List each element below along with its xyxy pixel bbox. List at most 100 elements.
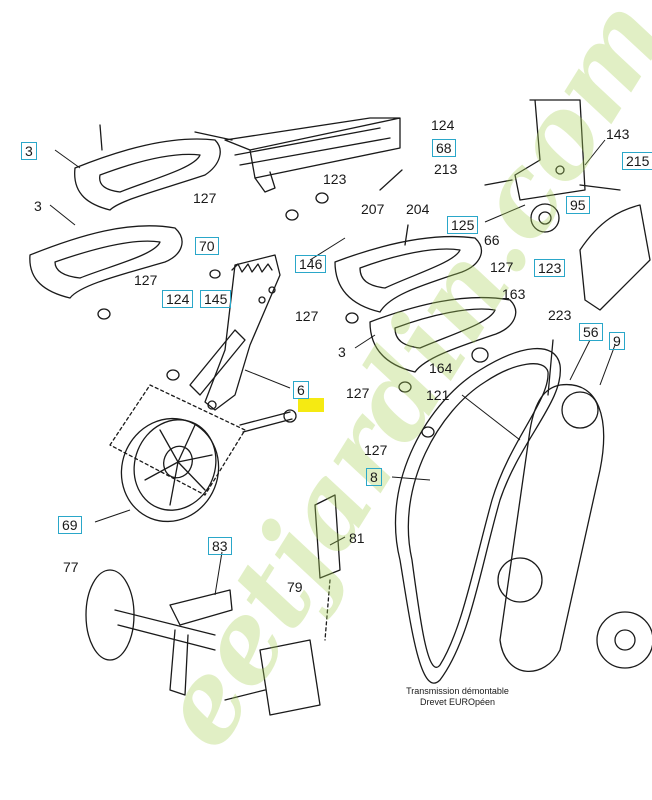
highlight-marker — [298, 398, 324, 412]
tine-79 — [224, 639, 321, 716]
washer-164 — [471, 347, 489, 363]
label-79: 79 — [287, 579, 303, 595]
tine-81 — [314, 494, 341, 579]
bearing-inner — [538, 211, 552, 225]
label-123: 123 — [323, 171, 347, 187]
frame-bracket — [254, 171, 276, 193]
label-145: 145 — [200, 290, 232, 308]
axle-bolt — [239, 411, 293, 433]
arm-hole-2 — [258, 296, 266, 304]
label-69: 69 — [58, 516, 82, 534]
bolt-223 — [547, 339, 554, 396]
chain-case — [499, 384, 605, 673]
nut-127c — [345, 312, 359, 324]
label-9: 9 — [609, 332, 625, 350]
leader-69 — [94, 509, 131, 523]
frame-upright — [514, 99, 586, 201]
label-164: 164 — [429, 360, 453, 376]
screw-top — [99, 124, 103, 151]
label-8: 8 — [366, 468, 382, 486]
nut-127e — [421, 426, 435, 438]
label-124: 124 — [431, 117, 455, 133]
label-127: 127 — [134, 272, 158, 288]
label-56: 56 — [579, 323, 603, 341]
leader-9 — [599, 344, 616, 386]
label-6: 6 — [293, 381, 309, 399]
label-207: 207 — [361, 201, 385, 217]
axle-bolt-head — [283, 409, 297, 423]
bolt-143 — [579, 184, 621, 191]
arm-hole-1 — [268, 286, 276, 294]
label-77: 77 — [63, 559, 79, 575]
label-127: 127 — [295, 308, 319, 324]
right-bracket — [579, 204, 651, 311]
disc — [85, 569, 135, 661]
label-215: 215 — [622, 152, 652, 170]
caption-line-1: Transmission démontable — [406, 686, 509, 696]
belt-inner — [407, 363, 549, 668]
nut-124 — [166, 369, 180, 381]
sprocket-bottom — [497, 557, 543, 603]
label-213: 213 — [434, 161, 458, 177]
gear-hub — [614, 629, 636, 651]
wheel-arm — [204, 254, 281, 411]
fender-right-bottom — [369, 296, 517, 373]
bolt-top — [194, 131, 233, 141]
fender-right-top — [334, 235, 482, 313]
label-3-boxed: 3 — [21, 142, 37, 160]
label-146: 146 — [295, 255, 327, 273]
wheel-spokes — [144, 424, 213, 506]
label-127: 127 — [193, 190, 217, 206]
fender-mid — [29, 225, 183, 299]
spring — [231, 263, 273, 273]
gear — [596, 611, 652, 669]
fender-top-inner — [99, 153, 201, 193]
label-127: 127 — [364, 442, 388, 458]
fender-right-top-inner — [359, 248, 461, 289]
label-121: 121 — [426, 387, 450, 403]
label-123-boxed: 123 — [534, 259, 566, 277]
bolt-213 — [484, 179, 513, 186]
label-70: 70 — [195, 237, 219, 255]
wheel-box — [109, 384, 246, 496]
fender-top — [74, 138, 221, 211]
leader-83 — [214, 551, 223, 596]
frame-hole — [555, 165, 565, 175]
label-127: 127 — [346, 385, 370, 401]
label-223: 223 — [548, 307, 572, 323]
leader-143 — [584, 139, 606, 166]
wheel-hub — [163, 445, 193, 479]
belt — [394, 347, 561, 684]
label-3: 3 — [34, 198, 42, 214]
wheel-tyre-2 — [133, 419, 217, 511]
label-66: 66 — [484, 232, 500, 248]
frame-rail-inner — [234, 127, 391, 166]
sprocket-top — [561, 391, 599, 429]
disc-shaft — [114, 609, 216, 651]
leader-3b — [49, 204, 76, 226]
leader-121 — [461, 394, 521, 441]
fender-right-bottom-inner — [394, 308, 496, 349]
leader-146 — [309, 237, 346, 261]
label-83: 83 — [208, 537, 232, 555]
bolt-207 — [379, 169, 403, 191]
leader-6 — [244, 369, 291, 389]
frame-rail — [224, 117, 401, 179]
label-3: 3 — [338, 344, 346, 360]
wheel-arm-slot — [189, 329, 246, 396]
caption-transmission: Transmission démontable Drevet EUROpéen — [400, 686, 515, 708]
leader-81 — [329, 536, 346, 546]
label-125: 125 — [447, 216, 479, 234]
nut-145 — [209, 269, 221, 279]
label-204: 204 — [406, 201, 430, 217]
label-163: 163 — [502, 286, 526, 302]
label-124-boxed: 124 — [162, 290, 194, 308]
label-143: 143 — [606, 126, 630, 142]
nut-127a — [285, 209, 299, 221]
leader-125 — [484, 204, 526, 223]
nut-127b — [97, 308, 111, 320]
nut-127d — [398, 381, 412, 393]
fender-mid-inner — [54, 240, 161, 279]
leader-56 — [569, 339, 591, 381]
